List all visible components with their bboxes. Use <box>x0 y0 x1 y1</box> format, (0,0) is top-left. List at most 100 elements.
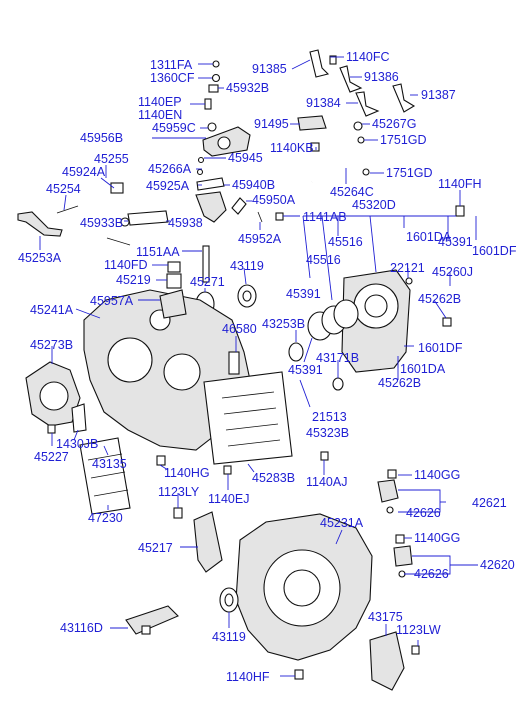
filter-43253b <box>288 342 304 362</box>
shaft-45938 <box>127 210 169 226</box>
label-45952a: 45952A <box>238 232 282 246</box>
label-45231a: 45231A <box>320 516 364 530</box>
label-45219: 45219 <box>116 273 151 287</box>
label-45956b: 45956B <box>80 131 123 145</box>
bolt-1140gg-a <box>387 469 397 479</box>
label-1140en: 1140EN <box>138 108 182 122</box>
tube-cap <box>141 625 151 635</box>
dipstick-tube-46580 <box>228 351 240 375</box>
filter-43135 <box>79 437 131 515</box>
leader-lines <box>39 56 478 677</box>
sleeve-45219 <box>166 273 182 289</box>
oring-45959c <box>207 122 217 132</box>
label-45262b-bottom: 45262B <box>378 376 421 390</box>
label-1360cf: 1360CF <box>150 71 195 85</box>
oring-42626-a <box>386 506 394 514</box>
plug-45924a <box>110 182 124 194</box>
rod-1151aa <box>202 245 210 283</box>
bell-housing-center <box>283 569 321 607</box>
bracket-91387 <box>392 83 416 113</box>
label-91495: 91495 <box>254 117 289 131</box>
bolt-1140gg-b <box>395 534 405 544</box>
lever-45940b <box>196 177 225 191</box>
label-91386: 91386 <box>364 70 399 84</box>
label-1140ej: 1140EJ <box>208 492 249 506</box>
bolt-1123ly <box>173 507 183 519</box>
cover-45273b-bore <box>39 381 69 411</box>
clip-45950a <box>231 197 247 215</box>
label-21513: 21513 <box>312 410 347 424</box>
bracket-45957a <box>159 289 187 319</box>
bolt-1140hf <box>294 669 304 680</box>
label-45271: 45271 <box>190 275 225 289</box>
label-1140hg: 1140HG <box>164 466 210 480</box>
label-45391-b: 45391 <box>288 363 323 377</box>
sensor-hole <box>217 136 231 150</box>
label-1151aa: 1151AA <box>136 245 180 259</box>
label-45217: 45217 <box>138 541 173 555</box>
label-1311fa: 1311FA <box>150 58 193 72</box>
bolt-1140fd <box>167 261 181 273</box>
label-45924a: 45924A <box>62 165 106 179</box>
label-45283b: 45283B <box>252 471 295 485</box>
label-45267g: 45267G <box>372 117 416 131</box>
bolt-45267g <box>353 121 363 131</box>
label-91387: 91387 <box>421 88 456 102</box>
bolt-45262b <box>442 317 452 327</box>
bracket-91385 <box>309 49 330 78</box>
bolt-1140kb <box>310 142 320 152</box>
label-45264c: 45264C <box>330 185 374 199</box>
sealant-tube-43116d <box>125 605 179 635</box>
pin-45254 <box>56 205 79 214</box>
label-42626-b: 42626 <box>414 567 449 581</box>
label-43171b: 43171B <box>316 351 359 365</box>
label-45516-b: 45516 <box>306 253 341 267</box>
label-42620: 42620 <box>480 558 515 572</box>
label-1751gd-a: 1751GD <box>380 133 427 147</box>
bracket-91386 <box>339 65 363 93</box>
bolt-1140aj <box>320 451 329 461</box>
label-1601df-top: 1601DF <box>472 244 517 258</box>
lever-45253a <box>17 211 63 237</box>
seal-43119-top-inner <box>242 290 252 302</box>
label-43175: 43175 <box>368 610 403 624</box>
label-45266a: 45266A <box>148 162 192 176</box>
label-1430jb: 1430JB <box>56 437 98 451</box>
bolt-45227 <box>47 424 56 434</box>
bolt-1311fa <box>212 60 220 68</box>
label-1140aj: 1140AJ <box>306 475 347 489</box>
label-42626-a: 42626 <box>406 506 441 520</box>
label-45940b: 45940B <box>232 178 275 192</box>
label-43119-top: 43119 <box>230 259 264 273</box>
label-91385: 91385 <box>252 62 287 76</box>
label-1140fd: 1140FD <box>104 258 148 272</box>
bolt-1140fc <box>329 55 337 65</box>
bolt-1140hg <box>156 455 166 466</box>
label-43135: 43135 <box>92 457 127 471</box>
label-1601da-bottom: 1601DA <box>400 362 446 376</box>
label-45938: 45938 <box>168 216 203 230</box>
label-45933b: 45933B <box>80 216 123 230</box>
label-45241a: 45241A <box>30 303 74 317</box>
label-22121: 22121 <box>390 261 425 275</box>
label-45957a: 45957A <box>90 294 134 308</box>
label-1751gd-b: 1751GD <box>386 166 433 180</box>
oil-pan-ribs <box>221 391 281 447</box>
label-1123lw: 1123LW <box>396 623 441 637</box>
bolt-1123lw <box>411 645 420 655</box>
label-45255: 45255 <box>94 152 129 166</box>
bolt-1140ep <box>204 98 212 110</box>
label-45273b: 45273B <box>30 338 73 352</box>
bracket-43175 <box>369 631 405 691</box>
gasket-1751gd-b <box>362 168 370 176</box>
label-42621: 42621 <box>472 496 507 510</box>
gasket-1751gd-a <box>357 136 365 144</box>
label-45253a: 45253A <box>18 251 62 265</box>
part-shapes <box>17 49 465 691</box>
label-1141ab: 1141AB <box>303 210 347 224</box>
bracket-1430jb <box>71 403 87 433</box>
cover-hub-inner <box>364 294 388 318</box>
label-45516-a: 45516 <box>328 235 363 249</box>
case-bore-right <box>163 353 201 391</box>
